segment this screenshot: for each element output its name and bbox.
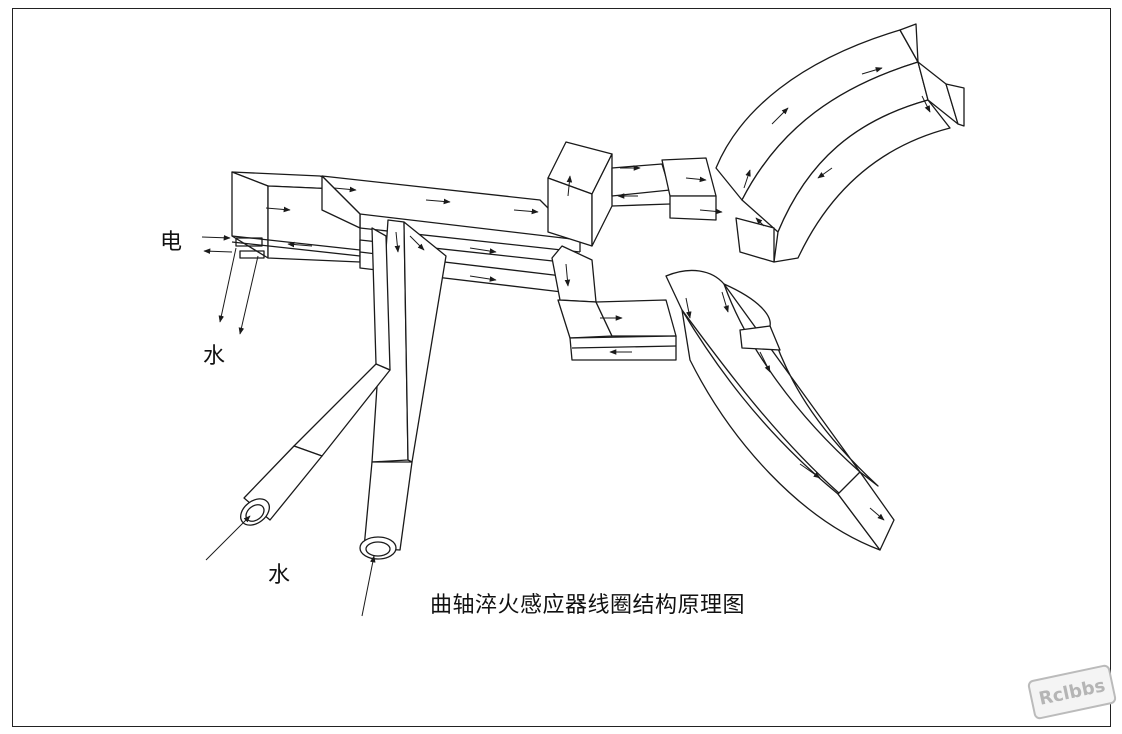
current-flow-arrows bbox=[265, 67, 931, 521]
water-outlet-arrows bbox=[218, 247, 259, 335]
watermark-text: Rclbbs bbox=[1036, 674, 1108, 710]
label-water-inlet: 水 bbox=[268, 563, 291, 588]
upper-arc-coil bbox=[715, 23, 965, 263]
lower-arc-coil bbox=[665, 269, 895, 551]
upper-corner-block bbox=[547, 141, 717, 247]
water-inlet-arrows bbox=[205, 515, 376, 617]
label-water-outlet: 水 bbox=[203, 344, 226, 369]
diagram-border bbox=[12, 8, 1111, 727]
water-pipe-bent bbox=[240, 227, 391, 526]
diagram-caption: 曲轴淬火感应器线圈结构原理图 bbox=[430, 593, 746, 618]
lower-corner-block bbox=[551, 245, 677, 361]
electric-input-arrows bbox=[201, 234, 233, 255]
label-electricity: 电 bbox=[160, 230, 183, 255]
